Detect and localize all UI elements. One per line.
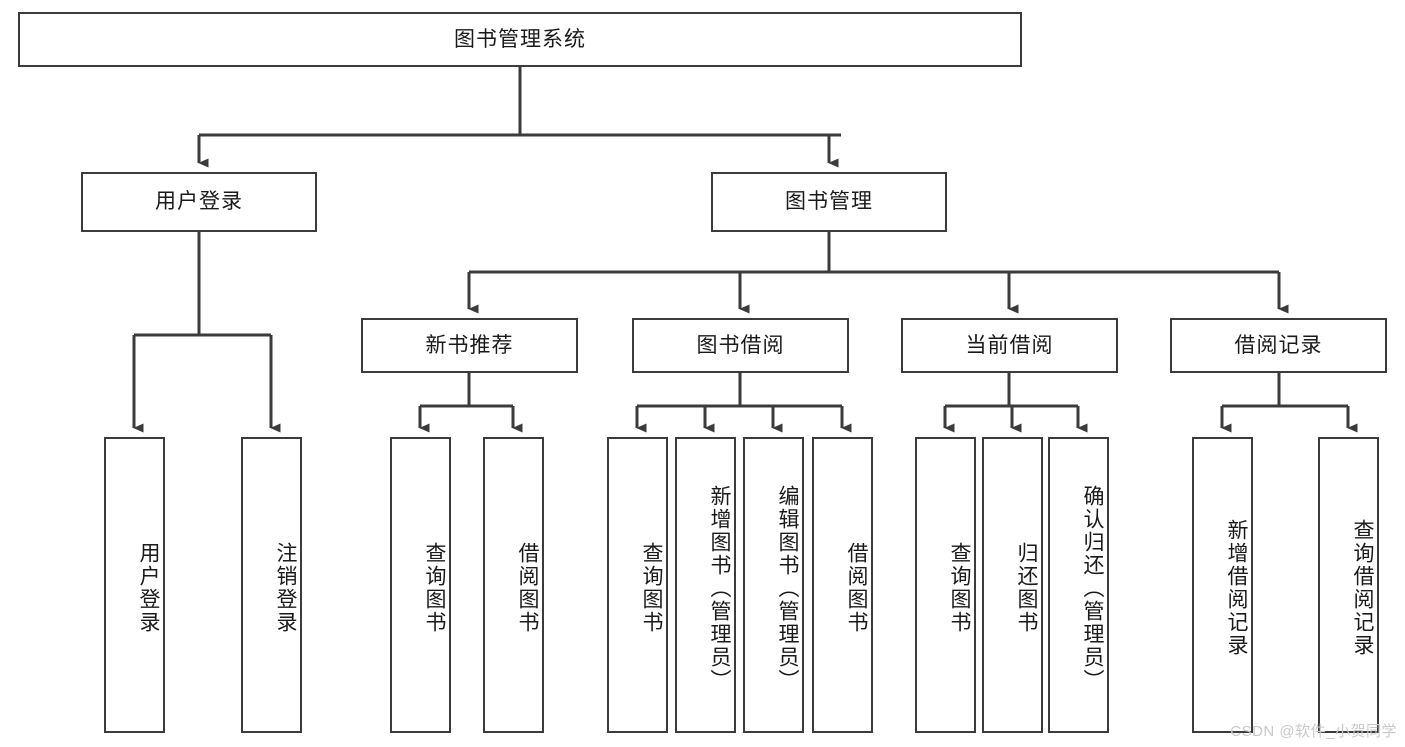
leaf-return-book[interactable]: 归还图书	[982, 437, 1043, 733]
leaf-add-book[interactable]: 新增图书（管理员）	[675, 437, 736, 733]
leaf-edit-book[interactable]: 编辑图书（管理员）	[743, 437, 804, 733]
leaf-query-book-1[interactable]: 查询图书	[390, 437, 451, 733]
leaf-query-book-3[interactable]: 查询图书	[915, 437, 976, 733]
leaf-borrow-book-1[interactable]: 借阅图书	[483, 437, 544, 733]
leaf-add-book-label: 新增图书（管理员）	[708, 484, 731, 692]
node-book-borrow-label: 图书借阅	[696, 333, 785, 357]
node-user-login-label: 用户登录	[155, 190, 243, 214]
node-book-manage-label: 图书管理	[785, 190, 873, 214]
leaf-borrow-book-2-label: 借阅图书	[845, 542, 868, 634]
node-new-book-recommend[interactable]: 新书推荐	[361, 318, 578, 373]
leaf-query-record-label: 查询借阅记录	[1351, 519, 1374, 657]
leaf-add-record-label: 新增借阅记录	[1225, 519, 1248, 657]
leaf-add-record[interactable]: 新增借阅记录	[1192, 437, 1253, 733]
node-borrow-record[interactable]: 借阅记录	[1170, 318, 1387, 373]
leaf-user-login[interactable]: 用户登录	[104, 437, 165, 733]
node-root[interactable]: 图书管理系统	[18, 12, 1022, 67]
node-current-borrow[interactable]: 当前借阅	[901, 318, 1118, 373]
leaf-borrow-book-1-label: 借阅图书	[516, 542, 539, 634]
leaf-logout[interactable]: 注销登录	[241, 437, 302, 733]
node-user-login[interactable]: 用户登录	[81, 172, 317, 232]
leaf-confirm-return[interactable]: 确认归还（管理员）	[1048, 437, 1109, 733]
node-book-manage[interactable]: 图书管理	[711, 172, 947, 232]
leaf-confirm-return-label: 确认归还（管理员）	[1081, 484, 1104, 692]
leaf-borrow-book-2[interactable]: 借阅图书	[812, 437, 873, 733]
leaf-query-record[interactable]: 查询借阅记录	[1318, 437, 1379, 733]
node-current-borrow-label: 当前借阅	[965, 333, 1054, 357]
leaf-user-login-label: 用户登录	[137, 542, 160, 634]
leaf-edit-book-label: 编辑图书（管理员）	[776, 484, 799, 692]
node-new-book-recommend-label: 新书推荐	[425, 333, 514, 357]
node-book-borrow[interactable]: 图书借阅	[632, 318, 849, 373]
node-borrow-record-label: 借阅记录	[1234, 333, 1323, 357]
csdn-watermark: CSDN @软件_小贺同学	[1230, 723, 1397, 740]
leaf-query-book-3-label: 查询图书	[948, 542, 971, 634]
leaf-query-book-1-label: 查询图书	[423, 542, 446, 634]
leaf-query-book-2[interactable]: 查询图书	[607, 437, 668, 733]
leaf-query-book-2-label: 查询图书	[640, 542, 663, 634]
node-root-label: 图书管理系统	[454, 27, 586, 51]
leaf-return-book-label: 归还图书	[1015, 542, 1038, 634]
leaf-logout-label: 注销登录	[274, 542, 297, 634]
